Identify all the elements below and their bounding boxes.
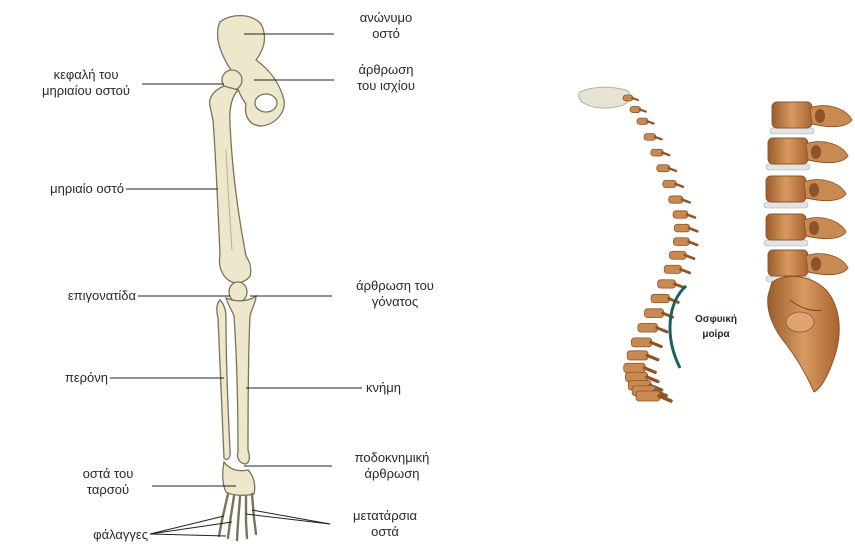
- spinous-process: [669, 168, 676, 171]
- label-femur-head: κεφαλή του μηριαίου οστού: [26, 67, 146, 99]
- facet-joint: [815, 109, 825, 123]
- label-tibia: κνήμη: [366, 380, 401, 396]
- vertebra: [645, 309, 664, 318]
- label-phalanges: φάλαγγες: [0, 527, 148, 543]
- spinous-process: [687, 215, 695, 218]
- label-metatarsals: μετατάρσια οστά: [330, 508, 440, 540]
- vertebra: [627, 351, 648, 360]
- spinous-process: [689, 242, 698, 245]
- spinous-process: [675, 284, 684, 288]
- vertebra: [651, 294, 670, 302]
- label-fibula: περόνη: [0, 370, 108, 386]
- label-ankle-joint: ποδοκνημική άρθρωση: [332, 450, 452, 482]
- label-lumbar: Οσφυική μοίρα: [686, 312, 746, 342]
- tarsals: [223, 462, 255, 495]
- label-hip-joint: άρθρωση του ισχίου: [336, 62, 436, 94]
- obturator-foramen: [255, 94, 277, 112]
- patella: [229, 282, 247, 302]
- spinous-process: [647, 355, 658, 359]
- spine-column: [579, 87, 697, 401]
- label-patella: επιγονατίδα: [0, 288, 136, 304]
- facet-joint: [809, 183, 819, 197]
- sacrum: [768, 276, 839, 392]
- spinous-process: [659, 396, 671, 401]
- label-knee-joint: άρθρωση του γόνατος: [330, 278, 460, 310]
- leg-skeleton: [210, 16, 285, 540]
- label-femur: μηριαίο οστό: [0, 181, 124, 197]
- lumbar-vertebra: [768, 250, 808, 276]
- vertebra: [674, 224, 689, 232]
- facet-joint: [811, 257, 821, 271]
- intervertebral-disc: [764, 240, 808, 246]
- facet-joint: [811, 145, 821, 159]
- vertebra: [669, 251, 686, 259]
- lumbar-closeup: [764, 102, 852, 392]
- lumbar-vertebra: [772, 102, 812, 128]
- vertebra: [624, 363, 646, 372]
- skull-base: [579, 87, 631, 108]
- vertebra: [664, 265, 681, 273]
- vertebrae: [623, 95, 697, 401]
- intervertebral-disc: [766, 164, 810, 170]
- lumbar-vertebra: [766, 176, 806, 202]
- spinous-process: [644, 368, 655, 372]
- label-hip-bone: ανώνυμο οστό: [336, 10, 436, 42]
- lumbar-vertebra: [768, 138, 808, 164]
- spinous-process: [681, 269, 690, 273]
- intervertebral-disc: [770, 128, 814, 134]
- lumbar-vertebrae-closeup: [764, 102, 852, 282]
- foot-bones: [219, 494, 256, 540]
- label-tarsals: οστά του ταρσού: [58, 466, 158, 498]
- spinous-process: [682, 200, 690, 203]
- spinous-process: [685, 255, 694, 258]
- vertebra: [631, 338, 651, 347]
- femur: [210, 86, 251, 283]
- vertebra: [673, 238, 689, 246]
- vertebra: [658, 280, 676, 288]
- spinous-process: [651, 342, 661, 346]
- vertebra: [638, 323, 658, 332]
- spinous-process: [689, 228, 697, 231]
- spinous-process: [657, 328, 667, 332]
- fibula: [217, 300, 230, 460]
- intervertebral-disc: [764, 202, 808, 208]
- vertebra: [636, 391, 660, 401]
- lumbar-arc: [670, 286, 686, 368]
- tibia: [226, 296, 256, 464]
- lumbar-vertebra: [766, 214, 806, 240]
- facet-joint: [809, 221, 819, 235]
- spinous-process: [675, 184, 683, 187]
